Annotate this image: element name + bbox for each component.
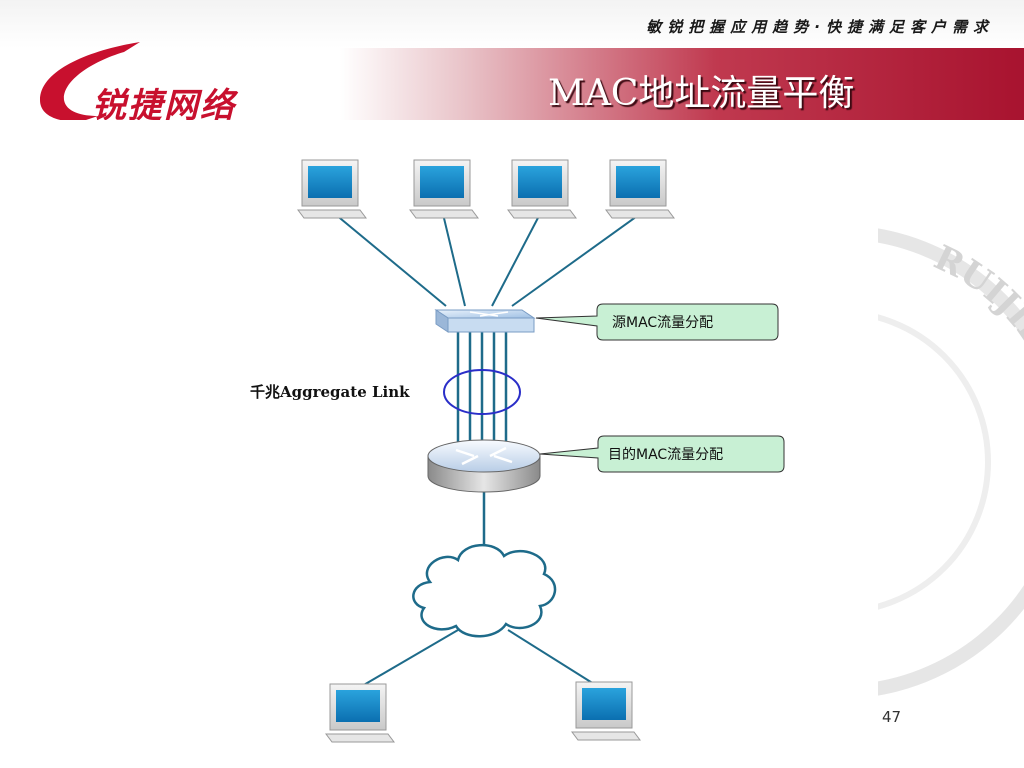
company-logo-swoosh: [40, 42, 140, 120]
pc-icon: [605, 159, 675, 219]
slide-header: 敏锐把握应用趋势·快捷满足客户需求 锐捷网络 MAC地址流量平衡: [0, 0, 1024, 120]
slogan: 敏锐把握应用趋势·快捷满足客户需求: [646, 18, 994, 36]
dest-mac-callout-label: 目的MAC流量分配: [608, 447, 723, 463]
title-band: [340, 48, 1024, 120]
dest-mac-callout: 目的MAC流量分配: [539, 435, 785, 473]
pc-icon: [571, 681, 641, 741]
cloud-icon: [412, 543, 557, 638]
aggregate-link-lines: [456, 330, 508, 452]
source-mac-callout: 源MAC流量分配: [535, 303, 779, 341]
pc-icon: [325, 683, 395, 743]
aggregate-link-ellipse: [443, 369, 521, 415]
router-icon: [427, 439, 541, 493]
watermark-logo: RUIJIE NETWORK: [878, 228, 1024, 696]
slide-title: MAC地址流量平衡: [548, 73, 855, 114]
aggregate-link-label: 千兆Aggregate Link: [250, 383, 410, 401]
switch-icon: [434, 309, 536, 333]
cloud-to-pc-links: [361, 629, 595, 687]
page-number: 47: [882, 708, 902, 726]
company-logo-text: 锐捷网络: [92, 86, 236, 120]
pc-icon: [409, 159, 479, 219]
pc-icon: [507, 159, 577, 219]
source-mac-callout-label: 源MAC流量分配: [612, 315, 713, 331]
pc-icon: [297, 159, 367, 219]
pc-to-switch-links: [334, 213, 641, 307]
